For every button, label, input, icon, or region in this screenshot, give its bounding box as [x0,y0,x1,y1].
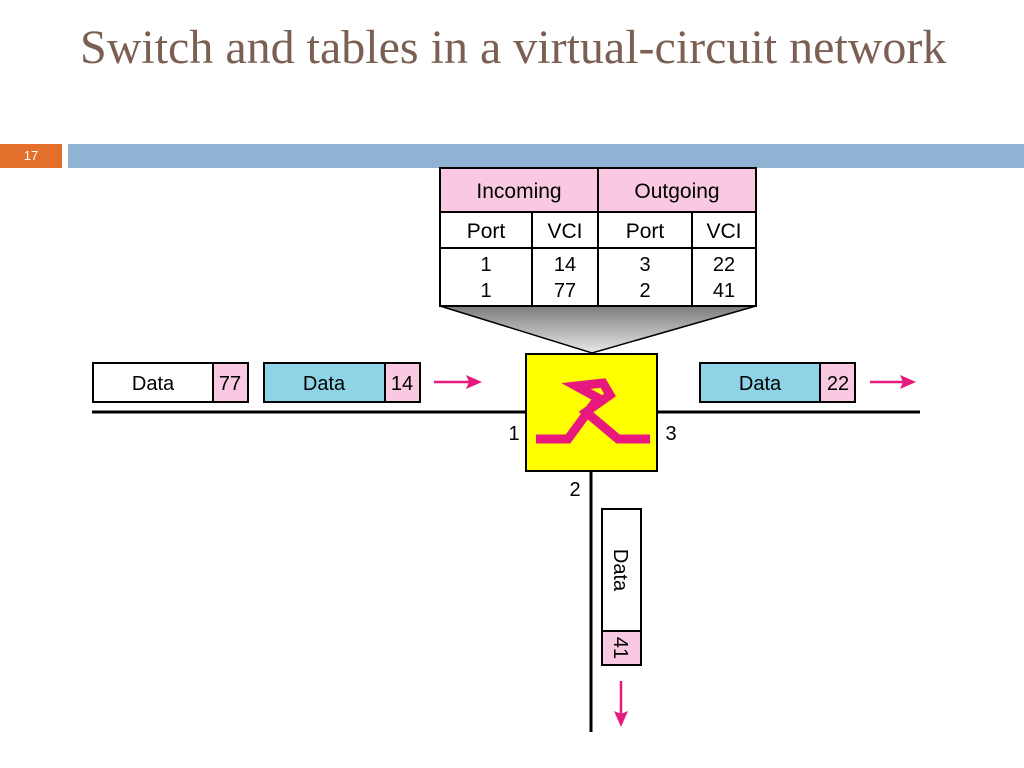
arrow-right-icon [870,375,916,389]
switching-table: Incoming Outgoing Port VCI Port VCI 1 14… [439,167,757,307]
frame-data-label: Data [609,549,631,592]
frame-vci-label: 77 [219,373,241,395]
frame-incoming-14: Data 14 [263,362,421,403]
frame-incoming-77: Data 77 [92,362,249,403]
port-label-3: 3 [665,423,676,445]
arrow-right-icon [434,375,482,389]
table-subheader-in-vci: VCI [547,220,582,243]
table-cell: 1 [480,254,491,276]
table-cell: 2 [639,280,650,302]
table-header-outgoing: Outgoing [634,180,719,203]
arrow-down-icon [614,681,628,727]
frame-outgoing-22: Data 22 [699,362,856,403]
table-cell: 77 [554,280,576,302]
frame-data-label: Data [132,373,175,395]
port-label-2: 2 [569,479,580,501]
switch-icon [536,378,650,444]
table-cell: 22 [713,254,735,276]
title-bar [68,144,1024,168]
slide-title: Switch and tables in a virtual-circuit n… [80,21,947,74]
slide-number: 17 [0,144,62,168]
switch [525,353,658,472]
port-label-1: 1 [508,423,519,445]
table-funnel [439,305,757,354]
frame-data-label: Data [303,373,346,395]
table-cell: 14 [554,254,576,276]
frame-outgoing-41: Data 41 [601,508,642,666]
table-cell: 1 [480,280,491,302]
table-cell: 3 [639,254,650,276]
frame-vci-label: 14 [391,373,413,395]
frame-vci-label: 22 [827,373,849,395]
table-subheader-out-port: Port [626,220,665,243]
table-subheader-out-vci: VCI [706,220,741,243]
frame-vci-label: 41 [609,637,631,659]
table-cell: 41 [713,280,735,302]
frame-data-label: Data [739,373,782,395]
table-header-incoming: Incoming [476,180,561,203]
table-subheader-in-port: Port [467,220,506,243]
